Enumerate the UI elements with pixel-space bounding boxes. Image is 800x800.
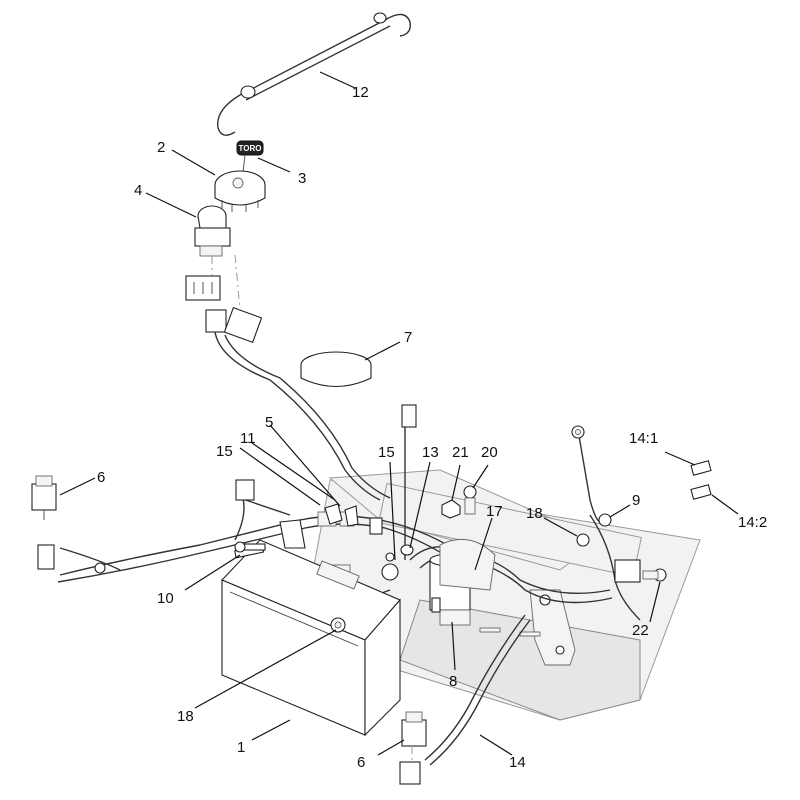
callout-20: 20	[481, 444, 498, 461]
callout-13: 13	[422, 444, 439, 461]
part-14-fuses	[690, 460, 712, 500]
callout-15-left: 15	[216, 443, 233, 460]
callout-12: 12	[352, 84, 369, 101]
callout-10: 10	[157, 590, 174, 607]
callout-17: 17	[486, 503, 503, 520]
callout-14-2: 14:2	[738, 514, 767, 531]
callout-8: 8	[449, 673, 457, 690]
part-2-ignition-switch	[214, 170, 266, 212]
part-1-battery	[221, 539, 401, 737]
part-10-bolt	[234, 541, 266, 553]
hardware-fasteners	[385, 485, 667, 582]
part-6-relay-lower	[399, 711, 427, 785]
part-11-5-clamps	[324, 503, 359, 527]
callout-21: 21	[452, 444, 469, 461]
key-logo-text: TORO	[239, 144, 262, 153]
callout-18-right: 18	[526, 505, 543, 522]
leader-lines	[59, 71, 739, 756]
callout-labels: 12 2 3 4 7 5 11 15 6 10 15 13 21 20 17 1…	[97, 84, 767, 771]
callout-9: 9	[632, 492, 640, 509]
callout-5: 5	[265, 414, 273, 431]
callout-3: 3	[298, 170, 306, 187]
part-9-ground-terminal	[571, 425, 612, 527]
switch-connectors	[185, 254, 263, 344]
part-7-rubber-cap	[300, 351, 372, 387]
callout-18-left: 18	[177, 708, 194, 725]
part-13-nut	[400, 544, 414, 556]
callout-11: 11	[240, 430, 256, 447]
callout-15-right: 15	[378, 444, 395, 461]
callout-6-lower: 6	[357, 754, 365, 771]
callout-14: 14	[509, 754, 526, 771]
callout-7: 7	[404, 329, 412, 346]
part-3-key: TORO	[236, 140, 264, 173]
callout-2: 2	[157, 139, 165, 156]
callout-4: 4	[134, 182, 142, 199]
callout-6-upper: 6	[97, 469, 105, 486]
part-4-pto-switch	[194, 205, 231, 275]
part-6-relay-upper	[31, 475, 57, 520]
callout-22: 22	[632, 622, 649, 639]
callout-14-1: 14:1	[629, 430, 658, 447]
callout-1: 1	[237, 739, 245, 756]
part-12-hood-rod	[216, 12, 411, 136]
